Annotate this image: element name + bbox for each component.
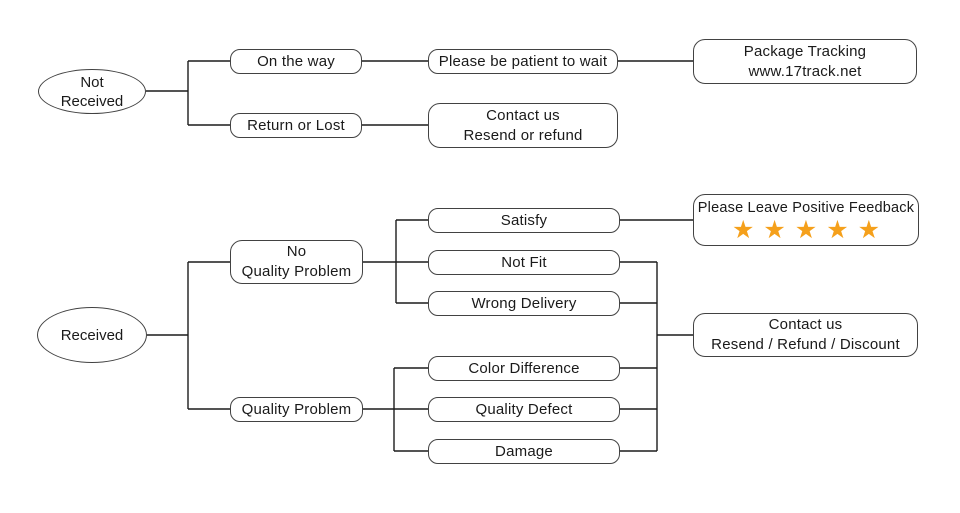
node-positive-feedback: Please Leave Positive Feedback ★★★★★	[693, 194, 919, 246]
tracking-url: www.17track.net	[748, 62, 862, 80]
node-color-difference: Color Difference	[428, 356, 620, 381]
node-label: Contact us	[768, 316, 843, 333]
node-return-or-lost: Return or Lost	[230, 113, 362, 138]
node-label: No	[286, 243, 307, 260]
node-label: Received	[60, 92, 124, 110]
node-label: On the way	[257, 52, 335, 70]
node-label: Resend or refund	[463, 126, 583, 144]
node-quality-defect: Quality Defect	[428, 397, 620, 422]
node-label: Color Difference	[468, 359, 580, 377]
node-contact-us-resend-or-refund: Contact us Resend or refund	[428, 103, 618, 148]
node-quality-problem: Quality Problem	[230, 397, 363, 422]
node-satisfy: Satisfy	[428, 208, 620, 233]
node-label: Please Leave Positive Feedback	[697, 200, 915, 216]
node-not-received: Not Received	[38, 69, 146, 114]
node-label: Quality Problem	[241, 263, 352, 280]
node-label: Satisfy	[500, 211, 548, 229]
node-label: Return or Lost	[247, 116, 345, 134]
connector-path	[146, 60, 693, 452]
node-label: Damage	[495, 442, 553, 460]
node-on-the-way: On the way	[230, 49, 362, 74]
node-please-be-patient: Please be patient to wait	[428, 49, 618, 74]
node-label: Package Tracking	[743, 42, 867, 60]
node-label: Please be patient to wait	[438, 52, 608, 70]
node-label: Quality Problem	[241, 400, 352, 418]
node-label: Not Fit	[501, 253, 547, 271]
node-wrong-delivery: Wrong Delivery	[428, 291, 620, 316]
node-damage: Damage	[428, 439, 620, 464]
node-not-fit: Not Fit	[428, 250, 620, 275]
node-label: Not	[80, 73, 104, 91]
node-contact-us-resend-refund-discount: Contact us Resend / Refund / Discount	[693, 313, 918, 357]
node-label: Received	[60, 326, 124, 344]
node-label: Wrong Delivery	[471, 294, 577, 312]
five-star-rating-icon: ★★★★★	[731, 215, 890, 244]
node-label: Quality Defect	[475, 400, 573, 418]
node-no-quality-problem: No Quality Problem	[230, 240, 363, 284]
node-label: Contact us	[486, 106, 560, 124]
node-package-tracking: Package Tracking www.17track.net	[693, 39, 917, 84]
node-received: Received	[37, 307, 147, 363]
node-label: Resend / Refund / Discount	[711, 336, 900, 353]
